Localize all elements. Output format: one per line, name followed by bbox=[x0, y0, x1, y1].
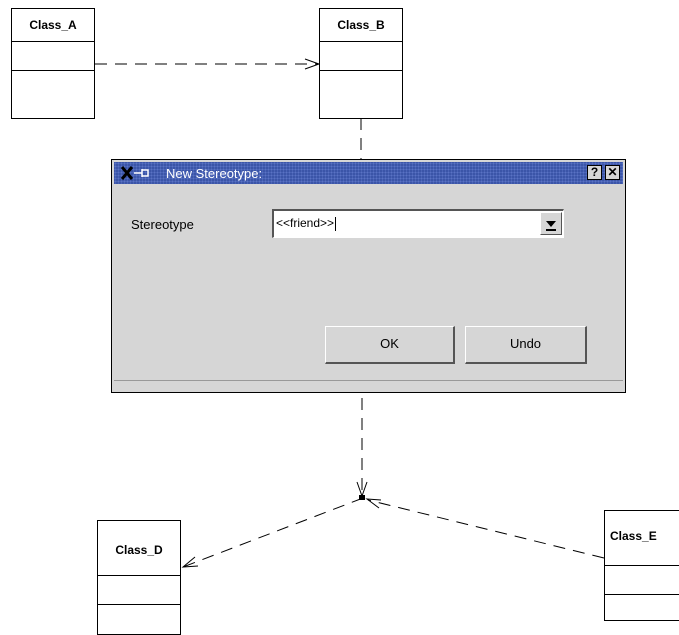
class-a-attributes bbox=[12, 42, 94, 71]
dropdown-underline bbox=[546, 229, 556, 231]
class-e-attributes bbox=[605, 566, 679, 595]
class-a-box[interactable]: Class_A bbox=[11, 8, 95, 119]
class-a-operations bbox=[12, 71, 94, 100]
dialog-title: New Stereotype: bbox=[166, 166, 263, 181]
class-d-box[interactable]: Class_D bbox=[97, 520, 181, 635]
class-e-name: Class_E bbox=[605, 511, 679, 566]
arrowhead-d bbox=[181, 556, 199, 568]
class-b-attributes bbox=[320, 42, 402, 71]
stereotype-input[interactable]: <<friend>> bbox=[276, 216, 337, 231]
dialog-status-bar bbox=[114, 380, 623, 390]
stereotype-value: <<friend>> bbox=[276, 216, 335, 230]
chevron-down-icon bbox=[546, 221, 556, 227]
class-e-box[interactable]: Class_E bbox=[604, 510, 679, 621]
junction-point[interactable] bbox=[359, 495, 365, 500]
undo-button[interactable]: Undo bbox=[465, 326, 587, 364]
stereotype-label: Stereotype bbox=[131, 217, 194, 232]
text-cursor bbox=[335, 216, 337, 231]
class-b-box[interactable]: Class_B bbox=[319, 8, 403, 119]
dialog-titlebar[interactable]: New Stereotype: ? ✕ bbox=[114, 162, 623, 184]
x-pin-icon[interactable] bbox=[120, 164, 160, 182]
class-b-operations bbox=[320, 71, 402, 100]
class-b-name: Class_B bbox=[320, 9, 402, 42]
dependency-line-e-junction[interactable] bbox=[367, 499, 605, 559]
dropdown-arrow-button[interactable] bbox=[540, 212, 562, 235]
class-e-operations bbox=[605, 595, 679, 624]
class-d-attributes bbox=[98, 576, 180, 605]
class-d-name: Class_D bbox=[98, 521, 180, 576]
dependency-line-junction-d[interactable] bbox=[182, 497, 364, 568]
help-button[interactable]: ? bbox=[587, 165, 602, 180]
ok-button[interactable]: OK bbox=[325, 326, 455, 364]
close-button[interactable]: ✕ bbox=[605, 165, 620, 180]
stereotype-combobox[interactable]: <<friend>> bbox=[272, 209, 564, 238]
arrowhead-e bbox=[365, 498, 382, 509]
class-a-name: Class_A bbox=[12, 9, 94, 42]
new-stereotype-dialog: New Stereotype: ? ✕ Stereotype <<friend>… bbox=[111, 159, 626, 393]
